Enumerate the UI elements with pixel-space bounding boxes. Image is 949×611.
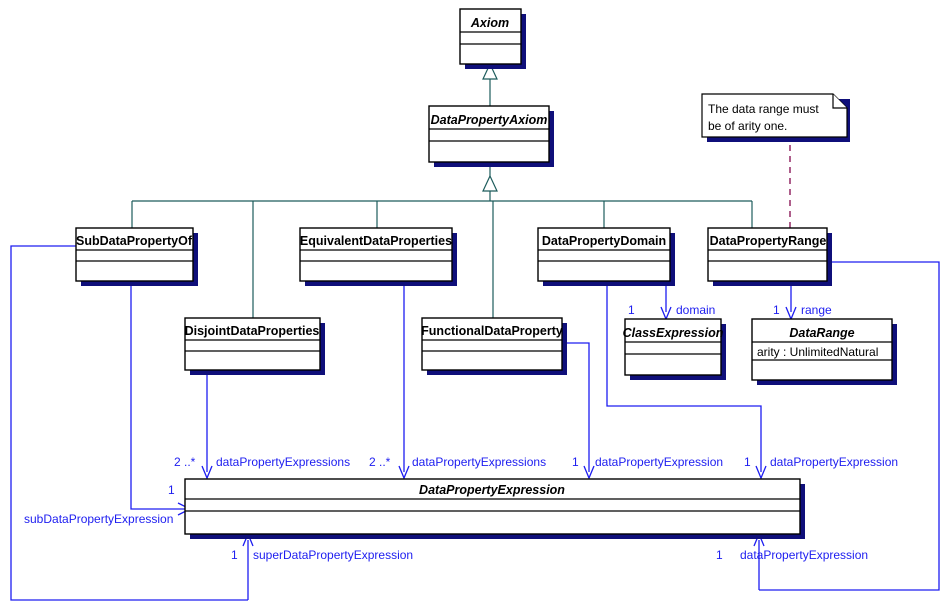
association-edges	[10, 245, 940, 601]
label-functional-multiplicity: 1	[572, 455, 579, 469]
assoc-line-sub-superdpe-outer	[10, 245, 248, 601]
data-property-domain-title: DataPropertyDomain	[542, 234, 666, 248]
label-sub-dpe-role: subDataPropertyExpression	[24, 512, 173, 526]
data-range-frame	[751, 318, 893, 381]
label-range-dpe-multiplicity: 1	[716, 548, 723, 562]
data-property-expression-frame	[184, 478, 801, 535]
data-range-attribute: arity : UnlimitedNatural	[757, 345, 878, 359]
data-range-title: DataRange	[789, 326, 854, 340]
label-disjoint-role: dataPropertyExpressions	[216, 455, 350, 469]
assoc-line-domain-dpe	[606, 281, 762, 472]
disjoint-data-properties-title: DisjointDataProperties	[185, 324, 320, 338]
label-super-dpe-role: superDataPropertyExpression	[253, 548, 413, 562]
label-domain-multiplicity: 1	[628, 303, 635, 317]
class-expression-title: ClassExpression	[623, 326, 724, 340]
label-range-dpe-role: dataPropertyExpression	[740, 548, 868, 562]
label-range-role: range	[801, 303, 832, 317]
label-range-multiplicity: 1	[773, 303, 780, 317]
assoc-arrowhead-domain-dpe	[755, 465, 767, 480]
data-property-range-title: DataPropertyRange	[710, 234, 827, 248]
association-labels: 1 domain 1 range 2 ..* dataPropertyExpre…	[24, 303, 898, 562]
data-property-domain-frame	[537, 227, 671, 282]
note-line-2: be of arity one.	[708, 119, 787, 133]
label-domain-role: domain	[676, 303, 715, 317]
class-box-class-expression[interactable]: ClassExpression	[623, 318, 726, 380]
equivalent-data-properties-frame	[299, 227, 453, 282]
data-property-axiom-frame	[428, 105, 550, 163]
generalization-edges	[131, 62, 753, 318]
disjoint-data-properties-frame	[184, 317, 321, 371]
axiom-title: Axiom	[470, 16, 509, 30]
assoc-arrowhead-disjoint-dpe	[201, 465, 213, 480]
note-frame	[701, 93, 848, 138]
sub-data-property-of-frame	[75, 227, 194, 282]
class-box-equivalent-data-properties[interactable]: EquivalentDataProperties	[299, 227, 457, 286]
label-super-dpe-multiplicity: 1	[231, 548, 238, 562]
note-data-range-arity[interactable]: The data range must be of arity one.	[701, 93, 850, 142]
class-box-data-property-range[interactable]: DataPropertyRange	[707, 227, 832, 286]
gen-triangle-axiom	[482, 62, 498, 80]
label-sub-dpe-multiplicity: 1	[168, 483, 175, 497]
class-box-data-property-axiom[interactable]: DataPropertyAxiom	[428, 105, 554, 167]
assoc-line-range-dpe-outer	[759, 261, 940, 591]
data-property-axiom-title: DataPropertyAxiom	[431, 113, 548, 127]
axiom-frame	[459, 8, 522, 65]
gen-triangle-dpaxiom	[482, 174, 498, 192]
note-line-1: The data range must	[708, 102, 819, 116]
label-functional-role: dataPropertyExpression	[595, 455, 723, 469]
data-property-range-frame	[707, 227, 828, 282]
class-box-disjoint-data-properties[interactable]: DisjointDataProperties	[184, 317, 325, 375]
assoc-arrowhead-equivalent-dpe	[398, 465, 410, 480]
class-box-axiom[interactable]: Axiom	[459, 8, 526, 69]
label-domain-dpe-multiplicity: 1	[744, 455, 751, 469]
label-equivalent-role: dataPropertyExpressions	[412, 455, 546, 469]
assoc-line-functional-dpe	[565, 342, 590, 472]
class-box-data-property-expression[interactable]: DataPropertyExpression	[184, 478, 805, 539]
assoc-line-sub-dpe	[130, 281, 190, 510]
equivalent-data-properties-title: EquivalentDataProperties	[300, 234, 452, 248]
functional-data-property-title: FunctionalDataProperty	[421, 324, 563, 338]
class-box-data-property-domain[interactable]: DataPropertyDomain	[537, 227, 675, 286]
sub-data-property-of-title: SubDataPropertyOf	[76, 234, 193, 248]
class-box-sub-data-property-of[interactable]: SubDataPropertyOf	[75, 227, 198, 286]
note-fold-corner	[832, 94, 847, 109]
class-box-data-range[interactable]: DataRange arity : UnlimitedNatural	[751, 318, 897, 385]
assoc-arrowhead-functional-dpe	[583, 465, 595, 480]
label-disjoint-multiplicity: 2 ..*	[174, 455, 196, 469]
class-expression-frame	[624, 318, 722, 376]
label-domain-dpe-role: dataPropertyExpression	[770, 455, 898, 469]
functional-data-property-frame	[421, 317, 563, 371]
label-equivalent-multiplicity: 2 ..*	[369, 455, 391, 469]
class-box-functional-data-property[interactable]: FunctionalDataProperty	[421, 317, 567, 375]
data-property-expression-title: DataPropertyExpression	[419, 483, 565, 497]
